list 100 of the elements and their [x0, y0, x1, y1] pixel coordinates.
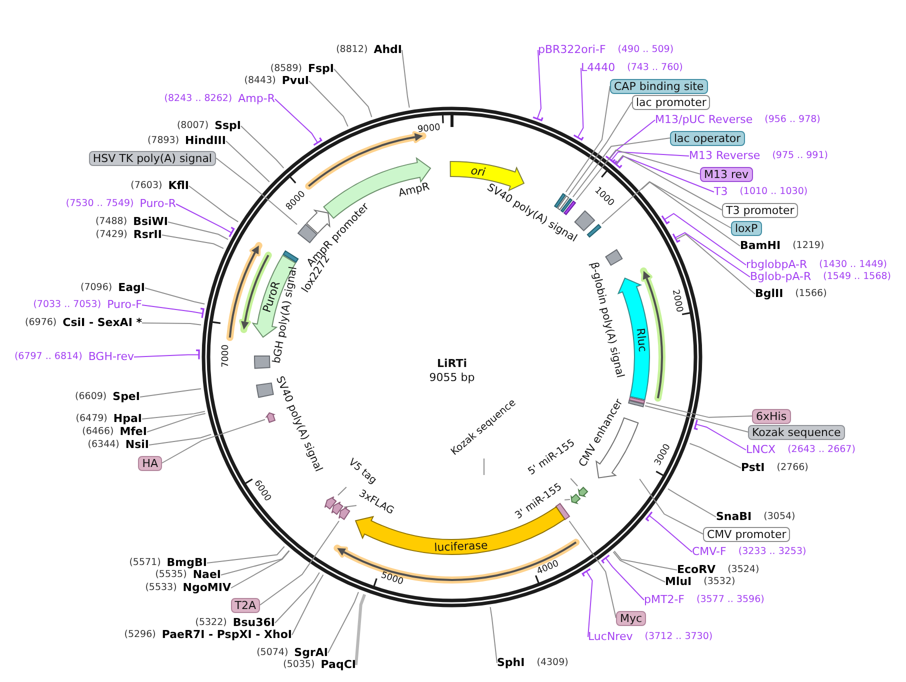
feature-tag: CAP binding site: [610, 78, 708, 94]
enzyme-label: BamHI: [740, 239, 781, 253]
leader-line: [564, 499, 570, 500]
leader-line: [605, 120, 656, 163]
position-label: (3524): [728, 563, 760, 576]
enzyme-label: FspI: [308, 62, 334, 76]
leader-line: [644, 405, 748, 432]
enzyme-label: MfeI: [120, 425, 147, 439]
position-label: (956 .. 978): [764, 113, 820, 127]
tick-label: 9000: [417, 122, 441, 136]
enzyme-label: RsrII: [133, 228, 162, 242]
enzyme-label: SpeI: [112, 390, 140, 404]
leader-line: [260, 520, 340, 606]
leader-line: [573, 68, 584, 140]
leader-line: [532, 50, 544, 122]
leader-line: [639, 478, 704, 534]
position-label: (6466): [82, 425, 114, 439]
feature-tag: HA: [138, 456, 162, 470]
leader-line: [582, 568, 593, 638]
position-label: (6797 .. 6814): [14, 350, 82, 364]
leader-line: [188, 186, 239, 222]
primer-label: M13 Reverse: [689, 149, 760, 163]
leader-line: [570, 478, 578, 486]
feature-block: [253, 354, 271, 370]
leader-line: [292, 574, 324, 636]
leader-line: [641, 181, 740, 246]
feature-bar: [627, 399, 645, 408]
leader-line: [565, 86, 610, 192]
primer-label: L4440: [581, 61, 616, 75]
enzyme-label: PvuI: [282, 74, 309, 88]
feature-name: Rluc: [634, 328, 648, 352]
primer-label: BGH-rev: [88, 350, 134, 364]
position-label: (8443): [244, 74, 276, 88]
plasmid-name: LiRTi: [436, 358, 468, 370]
leader-line: [646, 402, 752, 418]
leader-line: [134, 349, 200, 360]
feature-tag: T2A: [230, 598, 260, 612]
enzyme-label: SgrAI: [294, 646, 328, 660]
feature-name: AmpR: [397, 180, 431, 200]
enzyme-label: Bsu36I: [232, 616, 275, 630]
leader-line: [568, 520, 616, 618]
leader-line: [140, 388, 202, 398]
leader-line: [308, 80, 348, 127]
leader-line: [328, 592, 359, 654]
position-label: (8007): [176, 119, 209, 133]
leader-line: [661, 213, 746, 266]
tick-label: 4000: [536, 558, 560, 578]
primer-label: Bglob-pA-R: [750, 270, 812, 284]
position-label: (7096): [80, 281, 112, 295]
primer-label: Puro-F: [107, 298, 142, 312]
leader-line: [402, 50, 410, 108]
feature-tag: lac promoter: [632, 94, 710, 110]
leader-line: [612, 156, 714, 192]
feature-bar: [563, 200, 577, 216]
feature-segment: [305, 209, 331, 235]
feature-bar: [556, 195, 570, 211]
leader-line: [602, 181, 732, 228]
leader-line: [672, 232, 750, 278]
leader-line: [146, 412, 206, 432]
leader-line: [606, 151, 690, 164]
position-label: (7530 .. 7549): [66, 197, 134, 211]
position-label: (1549 .. 1568): [823, 270, 892, 284]
enzyme-label: SphI: [497, 656, 525, 670]
position-label: (975 .. 991): [772, 149, 828, 163]
leader-line: [694, 419, 746, 450]
position-label: (3233 .. 3253): [738, 545, 806, 559]
feature-tag: M13 rev: [700, 166, 753, 182]
feature-bar: [282, 249, 300, 264]
leader-line: [568, 102, 632, 196]
enzyme-label: NsiI: [125, 438, 149, 452]
feature-segment: [330, 500, 344, 516]
position-label: (6609): [75, 390, 107, 404]
feature-segment: [570, 493, 582, 505]
position-label: (5533): [145, 581, 177, 595]
tick-label: 5000: [380, 570, 404, 588]
position-label: (7429): [96, 228, 128, 242]
position-label: (8812): [336, 43, 368, 57]
position-label: (2766): [776, 461, 808, 475]
leader-line: [689, 443, 742, 468]
leader-line: [148, 434, 212, 446]
feature-segment: [338, 505, 351, 521]
tick-label: 2000: [670, 288, 684, 314]
tick-label: 7000: [220, 344, 232, 368]
position-label: (7603): [130, 179, 162, 193]
leader-line: [338, 486, 347, 496]
feature-tag: T3 promoter: [722, 202, 798, 218]
leader-line: [144, 288, 206, 304]
leader-line: [240, 126, 284, 169]
leader-line: [354, 594, 366, 666]
leader-line: [572, 138, 670, 198]
position-label: (5322): [195, 616, 227, 630]
feature-name: V5 tag: [346, 456, 378, 488]
feature-tag: Myc: [616, 610, 646, 626]
position-label: (4309): [536, 656, 568, 670]
feature-name: ori: [470, 165, 486, 179]
feature-segment: [323, 495, 338, 510]
primer-label: pMT2-F: [644, 593, 684, 607]
plasmid-size: 9055 bp: [429, 372, 475, 384]
feature-tag: Kozak sequence: [748, 424, 845, 440]
leader-line: [142, 410, 206, 420]
